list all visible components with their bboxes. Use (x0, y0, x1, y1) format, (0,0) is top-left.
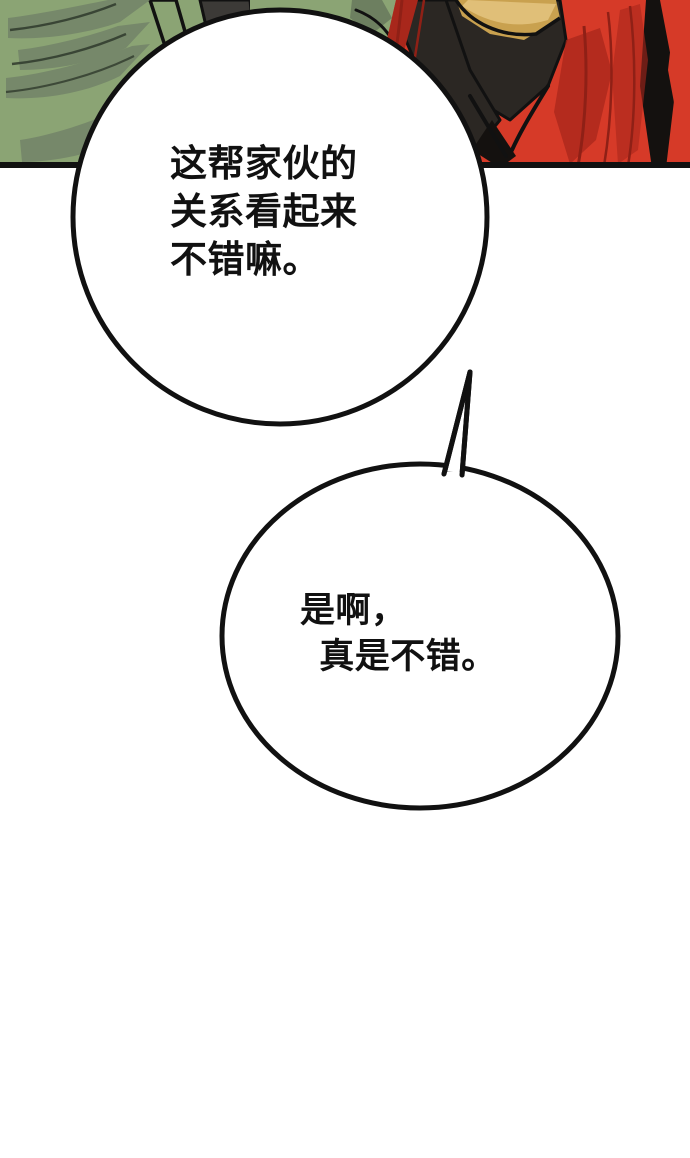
bubble-2-line-1: 是啊， (300, 591, 407, 630)
bubble-2-line-2: 真是不错。 (319, 636, 497, 676)
speech-bubble-2-shape (219, 369, 621, 811)
panel-artwork (0, 0, 690, 168)
speech-bubble-2-text: 是啊， 真是不错。 (300, 588, 580, 679)
red-robed-figure (374, 0, 690, 168)
comic-art-panel (0, 0, 690, 170)
